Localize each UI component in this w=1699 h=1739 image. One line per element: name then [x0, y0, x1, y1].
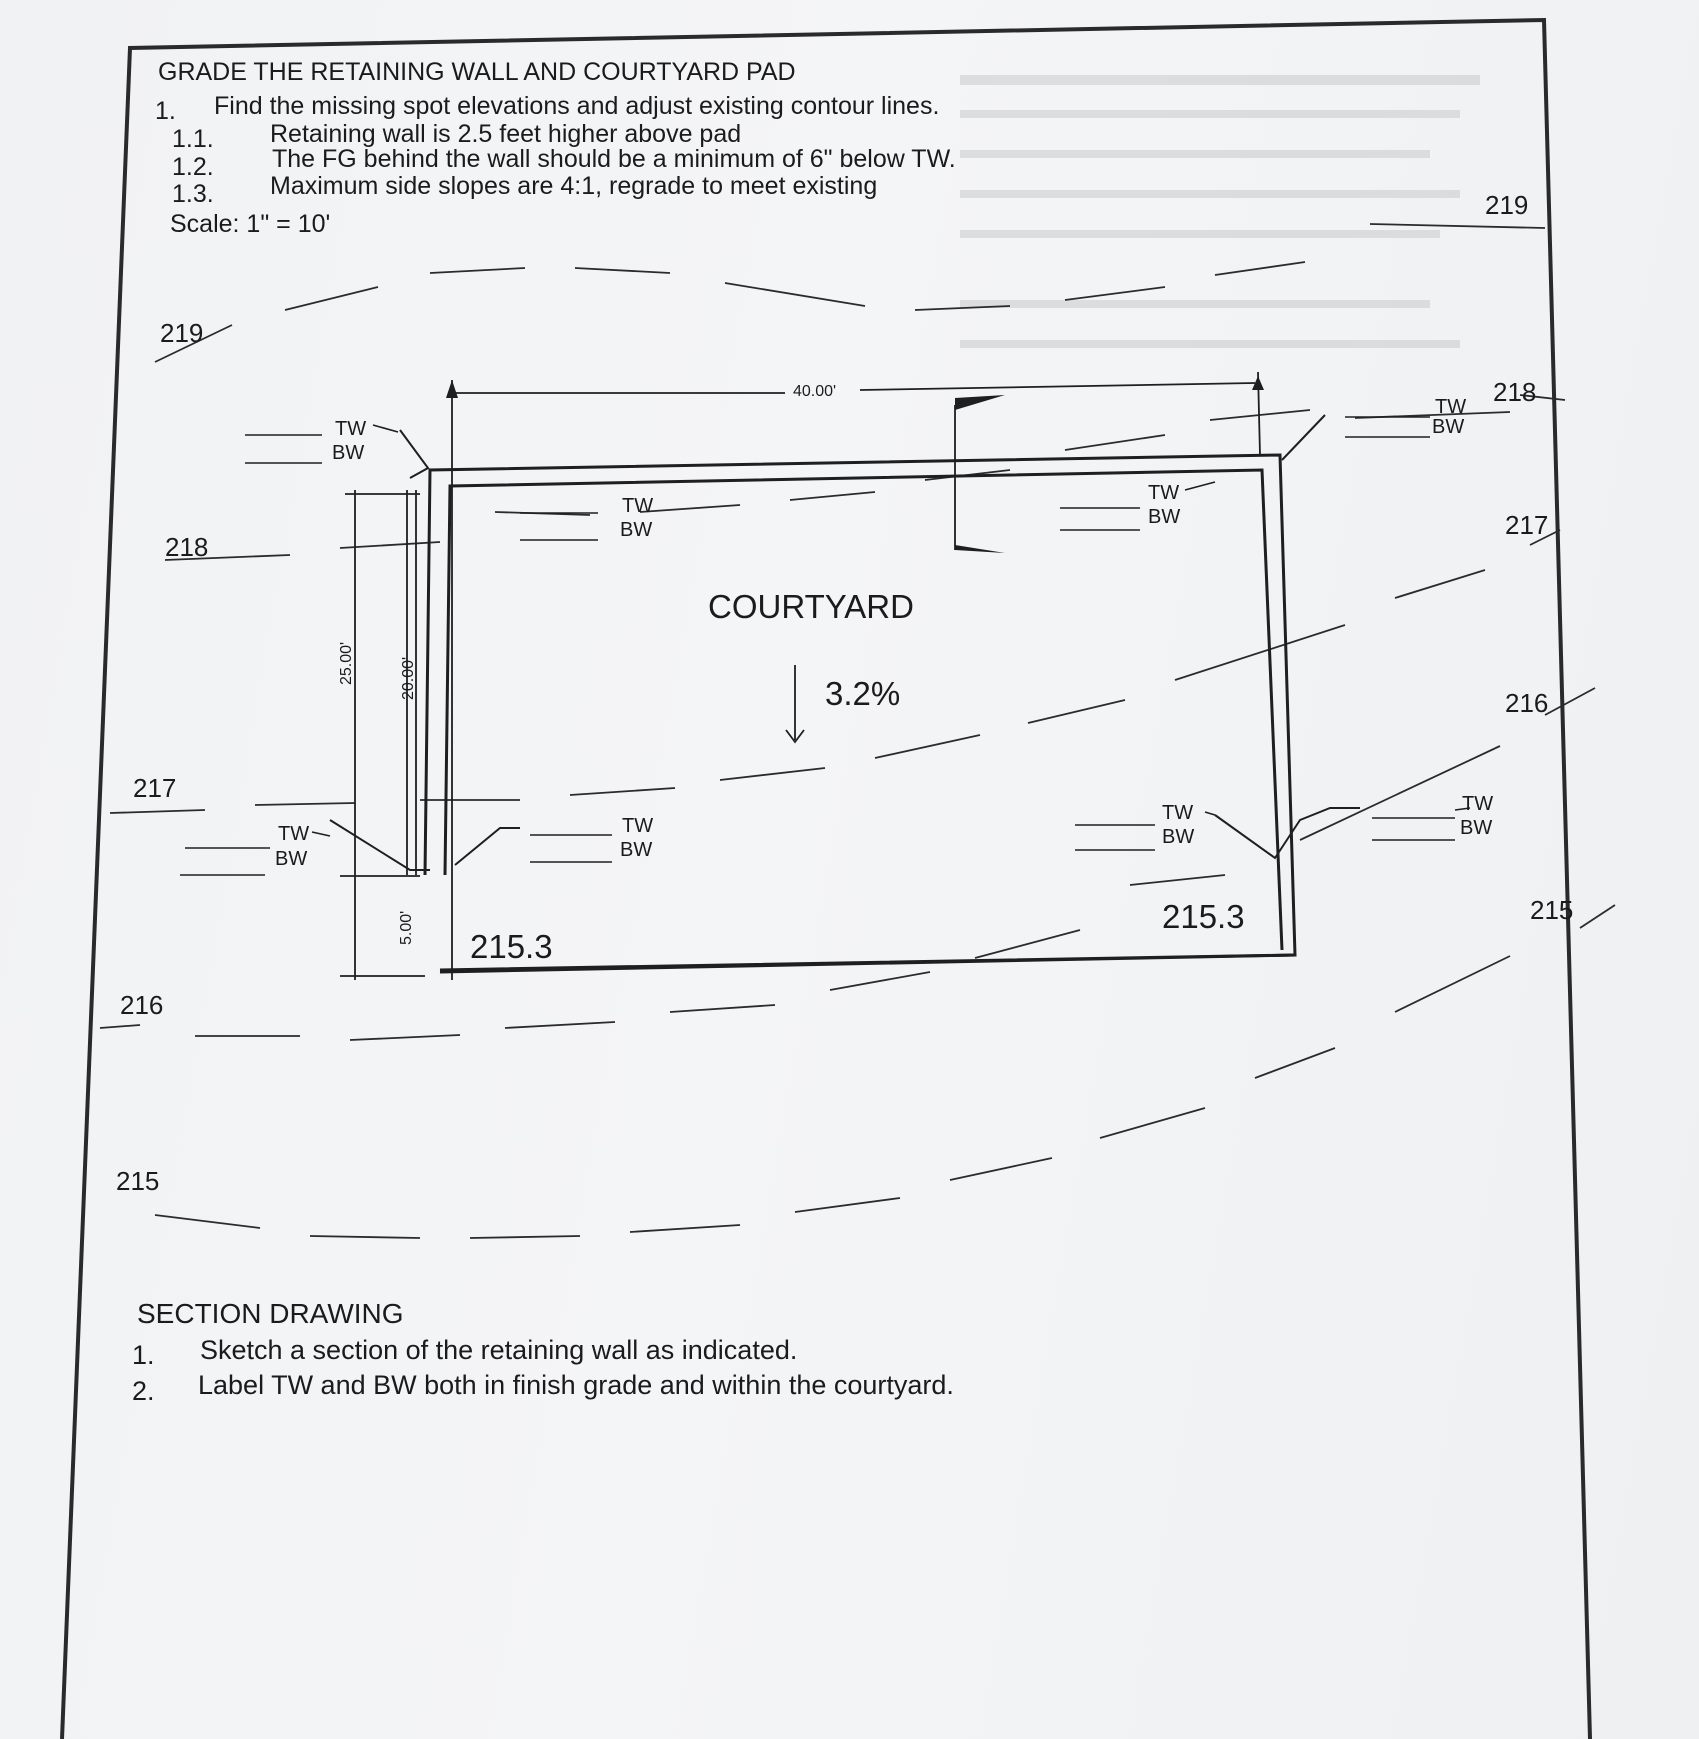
- section-cut-markers: [446, 376, 1264, 553]
- contour-label-left-218: 218: [165, 532, 209, 562]
- tw-label-lower-center: TW: [622, 815, 654, 837]
- bw-label-upper-right: BW: [1148, 506, 1181, 528]
- worksheet-title: GRADE THE RETAINING WALL AND COURTYARD P…: [158, 58, 796, 86]
- item-1-number: 1.: [155, 97, 176, 125]
- slope-percent-label: 3.2%: [825, 675, 901, 712]
- sheet-border: [60, 17, 1592, 1739]
- scale-note: Scale: 1" = 10': [170, 210, 331, 238]
- section-drawing-title: SECTION DRAWING: [137, 1298, 404, 1329]
- contour-label-left-216: 216: [120, 990, 164, 1020]
- contour-label-right-217: 217: [1505, 510, 1549, 540]
- item-1-1-text: Retaining wall is 2.5 feet higher above …: [270, 120, 742, 148]
- tw-label-far-right-lower: TW: [1462, 793, 1494, 815]
- spot-elevation-right: 215.3: [1162, 898, 1245, 935]
- contour-label-left-219: 219: [160, 318, 204, 348]
- bw-label-lower-center: BW: [620, 839, 653, 861]
- spot-elevation-blanks: [180, 416, 1471, 876]
- contour-lines: [99, 223, 1616, 1239]
- tw-label-far-right-upper: TW: [1435, 396, 1467, 418]
- courtyard-label: COURTYARD: [708, 588, 914, 625]
- item-1-3-number: 1.3.: [172, 180, 214, 208]
- tw-label-lower-left: TW: [278, 823, 310, 845]
- contour-label-left-215: 215: [116, 1166, 160, 1196]
- dimension-lines: [340, 371, 1261, 980]
- bw-label-upper-left: BW: [332, 442, 365, 464]
- dimension-40-label: 40.00': [793, 383, 837, 400]
- bw-label-lower-left: BW: [275, 848, 308, 870]
- contour-label-right-219: 219: [1485, 190, 1529, 220]
- section-item-2-text: Label TW and BW both in finish grade and…: [198, 1370, 954, 1400]
- dimension-20-label: 20.00': [400, 656, 417, 700]
- contour-label-left-217: 217: [133, 773, 177, 803]
- contour-label-right-216: 216: [1505, 688, 1549, 718]
- dimension-25-label: 25.00': [338, 641, 355, 685]
- section-item-2-number: 2.: [132, 1376, 155, 1406]
- bw-label-upper-center: BW: [620, 519, 653, 541]
- contour-label-right-215: 215: [1530, 895, 1574, 925]
- contour-label-right-218: 218: [1493, 377, 1537, 407]
- item-1-text: Find the missing spot elevations and adj…: [214, 92, 940, 120]
- bw-label-far-right-lower: BW: [1460, 817, 1493, 839]
- item-1-1-number: 1.1.: [172, 125, 214, 153]
- item-1-3-text: Maximum side slopes are 4:1, regrade to …: [270, 172, 878, 200]
- tw-label-lower-right: TW: [1162, 802, 1194, 824]
- dimension-5-label: 5.00': [398, 910, 415, 945]
- tw-label-upper-right: TW: [1148, 482, 1180, 504]
- bw-label-lower-right: BW: [1162, 826, 1195, 848]
- item-1-2-text: The FG behind the wall should be a minim…: [272, 145, 956, 173]
- bw-label-far-right-upper: BW: [1432, 416, 1465, 438]
- item-1-2-number: 1.2.: [172, 153, 214, 181]
- spot-elevation-left: 215.3: [470, 928, 553, 965]
- section-item-1-text: Sketch a section of the retaining wall a…: [200, 1335, 798, 1365]
- tw-label-upper-left: TW: [335, 418, 367, 440]
- retaining-wall: [423, 453, 1297, 974]
- tw-label-upper-center: TW: [622, 495, 654, 517]
- section-item-1-number: 1.: [132, 1340, 155, 1370]
